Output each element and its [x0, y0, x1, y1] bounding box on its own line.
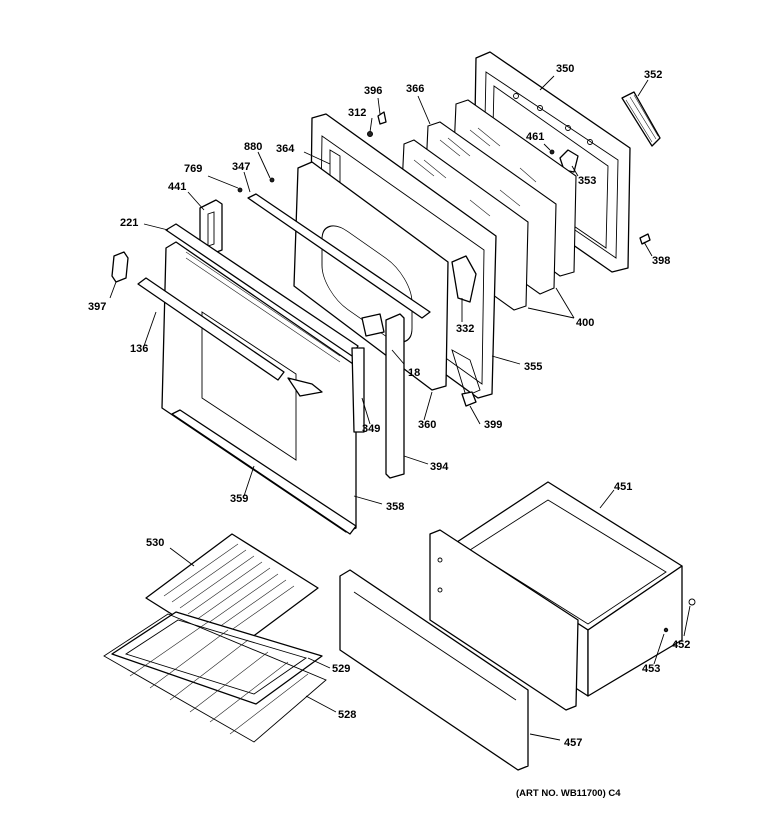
part-359-bottom-trim	[171, 409, 357, 535]
part-136-door-handle	[137, 277, 285, 381]
part-347-vent-trim	[247, 193, 431, 319]
callout-label-350: 350	[556, 63, 574, 75]
callout-label-398: 398	[652, 255, 670, 267]
callout-label-366: 366	[406, 83, 424, 95]
callout-label-136: 136	[130, 343, 148, 355]
part-457-drawer-front	[339, 569, 529, 771]
callout-label-530: 530	[146, 537, 164, 549]
callout-label-457: 457	[564, 737, 582, 749]
part-394-hinge-arm	[361, 313, 405, 479]
part-769-screw	[237, 187, 243, 193]
callout-label-359: 359	[230, 493, 248, 505]
callout-label-360: 360	[418, 419, 436, 431]
part-349-side-trim	[351, 347, 365, 433]
callout-label-528: 528	[338, 709, 356, 721]
callout-label-332: 332	[456, 323, 474, 335]
callout-label-529: 529	[332, 663, 350, 675]
callout-label-352: 352	[644, 69, 662, 81]
callout-label-461: 461	[526, 131, 544, 143]
part-396-screw	[377, 111, 387, 125]
part-529-broil-pan	[111, 611, 323, 705]
callout-label-221: 221	[120, 217, 138, 229]
callout-label-397: 397	[88, 301, 106, 313]
callout-label-441: 441	[168, 181, 186, 193]
callout-label-353: 353	[578, 175, 596, 187]
callout-label-364: 364	[276, 143, 295, 155]
callout-label-451: 451	[614, 481, 632, 493]
callout-label-452: 452	[672, 639, 690, 651]
part-352-gasket-strip	[621, 91, 661, 147]
part-453-screw	[663, 627, 669, 633]
art-number-note: (ART NO. WB11700) C4	[516, 788, 621, 799]
part-461-screw	[549, 149, 555, 155]
part-355-hinge-slot	[451, 349, 481, 397]
callout-label-18: 18	[408, 367, 420, 379]
part-221-door-frame	[161, 223, 359, 533]
part-398-screw	[639, 233, 651, 245]
callout-label-349: 349	[362, 423, 380, 435]
callout-label-453: 453	[642, 663, 660, 675]
callout-label-358: 358	[386, 501, 404, 513]
part-drawer-side-panel	[429, 529, 579, 711]
callout-label-399: 399	[484, 419, 502, 431]
callout-label-355: 355	[524, 361, 542, 373]
callout-label-394: 394	[430, 461, 449, 473]
part-880-screw	[269, 177, 275, 183]
part-399-clip	[461, 391, 477, 407]
leader-lines	[109, 75, 691, 741]
part-397-clip	[111, 251, 129, 283]
part-452-screw	[688, 598, 696, 606]
callout-labels: 350 352 396 366 312 461 880 364 353 769 347 441 221 3…	[88, 63, 690, 749]
callout-label-347: 347	[232, 161, 250, 173]
callout-label-312: 312	[348, 107, 366, 119]
callout-label-880: 880	[244, 141, 262, 153]
part-332-bracket	[451, 255, 477, 303]
callout-label-769: 769	[184, 163, 202, 175]
callout-label-400: 400	[576, 317, 594, 329]
callout-label-396: 396	[364, 85, 382, 97]
part-312-washer	[366, 130, 373, 137]
part-528-oven-rack	[103, 613, 327, 743]
